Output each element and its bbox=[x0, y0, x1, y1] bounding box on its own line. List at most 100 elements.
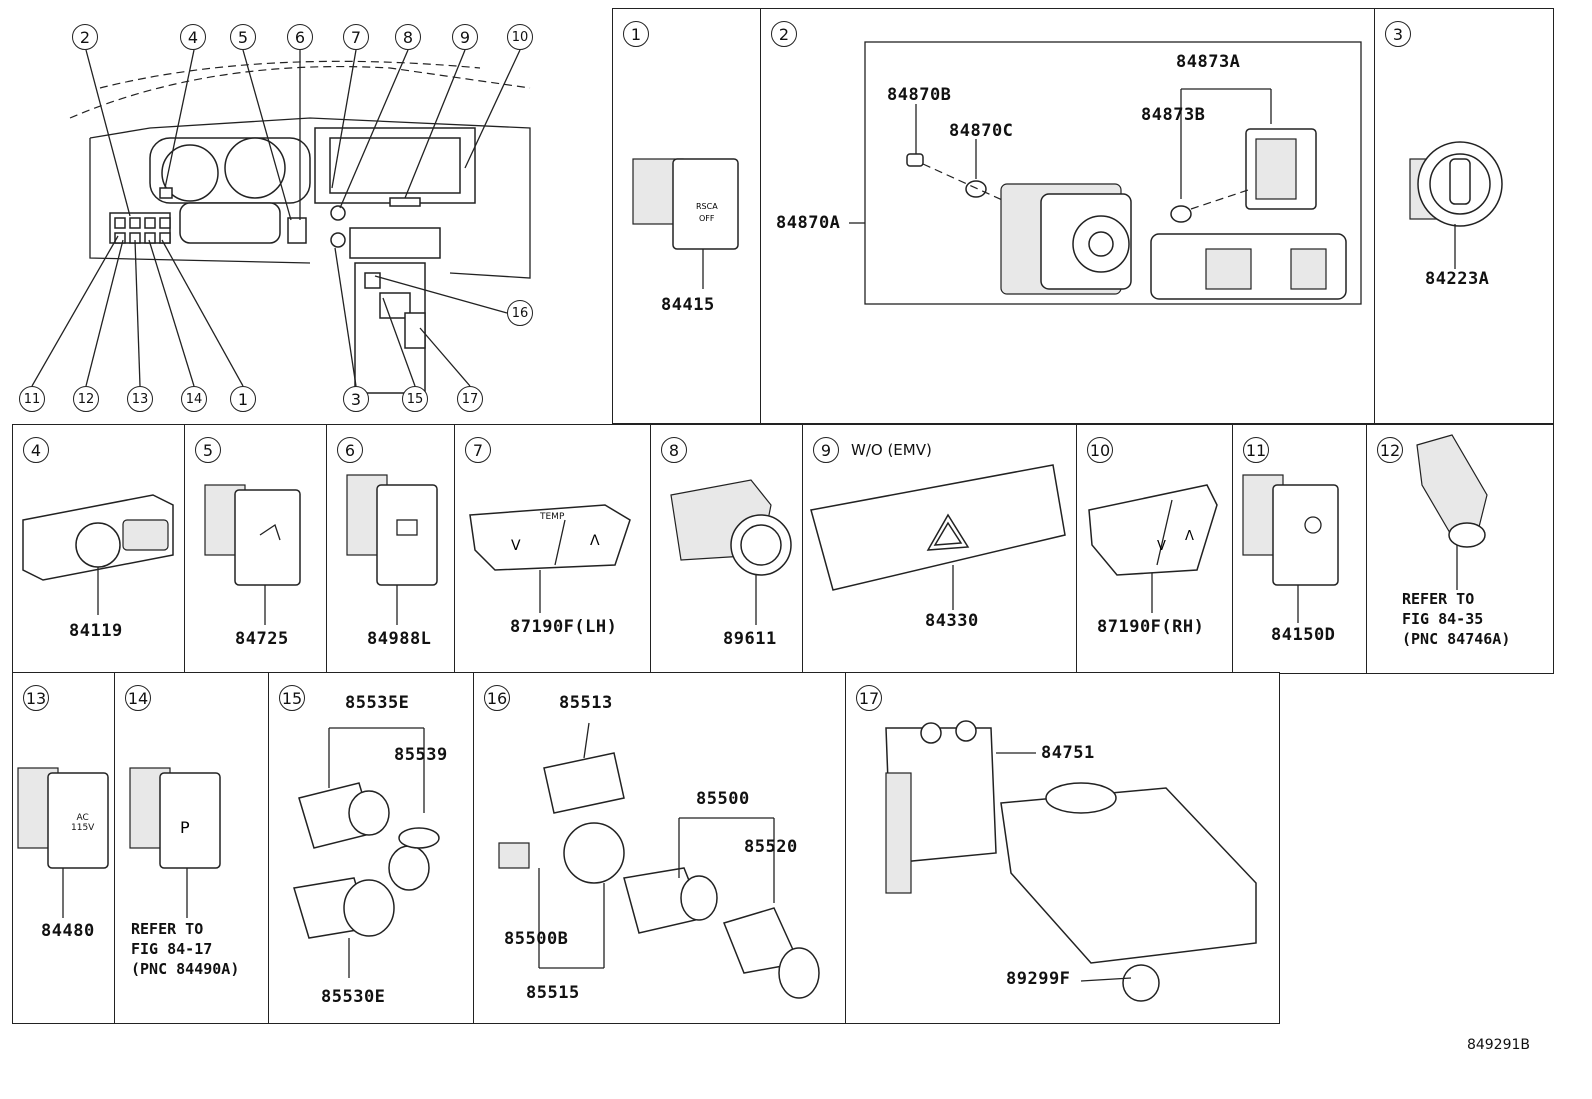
overview-callout-17[interactable]: 17 bbox=[457, 386, 483, 412]
cell-3-dimmer-switch: 3 84223A bbox=[1374, 8, 1554, 424]
cell-17-transfer-switch-assy: 17 84751 89299F bbox=[845, 672, 1280, 1024]
cell-number: 4 bbox=[23, 437, 49, 463]
condition-label: W/O (EMV) bbox=[851, 441, 932, 459]
part-number: 84150D bbox=[1271, 625, 1336, 645]
figure-code: 849291B bbox=[1466, 1037, 1530, 1053]
switch-drawing: V Λ bbox=[1088, 484, 1218, 613]
overview-callout-12[interactable]: 12 bbox=[73, 386, 99, 412]
part-number: 87190F(RH) bbox=[1097, 617, 1205, 637]
part-number: 85520 bbox=[744, 837, 798, 857]
cell-number: 7 bbox=[465, 437, 491, 463]
part-number: 84751 bbox=[1041, 743, 1095, 763]
cell-number: 10 bbox=[1087, 437, 1113, 463]
cell-number: 8 bbox=[661, 437, 687, 463]
overview-callout-13[interactable]: 13 bbox=[127, 386, 153, 412]
switch-drawing: V Λ bbox=[469, 504, 631, 613]
overview-callout-8[interactable]: 8 bbox=[395, 24, 421, 50]
part-number: 84223A bbox=[1425, 269, 1490, 289]
refer-note: REFER TO FIG 84-17 (PNC 84490A) bbox=[131, 920, 240, 978]
part-number: 85515 bbox=[526, 983, 580, 1003]
cell-5-switch: 5 84725 bbox=[184, 424, 328, 674]
cell-number: 9 bbox=[813, 437, 839, 463]
part-number: 84119 bbox=[69, 621, 123, 641]
cell-4-headlamp-leveling-switch: 4 84119 bbox=[12, 424, 186, 674]
svg-text:V: V bbox=[1157, 539, 1166, 554]
part-number: 85530E bbox=[321, 987, 386, 1007]
switch-drawing bbox=[1416, 434, 1488, 590]
cell-12-refer-note: 12 REFER TO FIG 84-35 (PNC 84746A) bbox=[1366, 424, 1554, 674]
cell-14-refer-note: 14 P REFER TO FIG 84-17 (PNC 84490A) bbox=[114, 672, 270, 1024]
button-text: TEMP bbox=[540, 512, 565, 522]
svg-text:RSCA: RSCA bbox=[696, 202, 718, 211]
overview-callout-3[interactable]: 3 bbox=[343, 386, 369, 412]
overview-callout-5[interactable]: 5 bbox=[230, 24, 256, 50]
overview-callout-7[interactable]: 7 bbox=[343, 24, 369, 50]
cell-number: 3 bbox=[1385, 21, 1411, 47]
hazard-switch-drawing bbox=[810, 464, 1066, 610]
switch-drawing bbox=[22, 494, 174, 615]
part-number: 89299F bbox=[1006, 969, 1071, 989]
overview-panel: 2 4 5 6 7 8 9 10 16 11 12 13 14 1 3 15 1… bbox=[10, 8, 610, 423]
cell-number: 2 bbox=[771, 21, 797, 47]
overview-callout-6[interactable]: 6 bbox=[287, 24, 313, 50]
part-number: 84870B bbox=[887, 85, 952, 105]
cell-number: 15 bbox=[279, 685, 305, 711]
overview-callout-2[interactable]: 2 bbox=[72, 24, 98, 50]
cell-7-temp-switch-lh: 7 V Λ TEMP 87190F(LH) bbox=[454, 424, 652, 674]
cell-2-mirror-switch: 2 84870A 84870B 84870C 84873A 84873B bbox=[760, 8, 1376, 424]
svg-text:P: P bbox=[180, 818, 190, 837]
overview-callout-11[interactable]: 11 bbox=[19, 386, 45, 412]
part-number: 84870A bbox=[776, 213, 841, 233]
cell-number: 12 bbox=[1377, 437, 1403, 463]
cell-number: 14 bbox=[125, 685, 151, 711]
part-number: 85513 bbox=[559, 693, 613, 713]
cell-6-switch: 6 84988L bbox=[326, 424, 456, 674]
mirror-switch-drawing bbox=[849, 41, 1362, 305]
overview-callout-4[interactable]: 4 bbox=[180, 24, 206, 50]
part-number: 84330 bbox=[925, 611, 979, 631]
switch-drawing bbox=[346, 474, 438, 625]
part-number: 85539 bbox=[394, 745, 448, 765]
cell-number: 5 bbox=[195, 437, 221, 463]
part-number: 84873A bbox=[1176, 52, 1241, 72]
overview-callout-15[interactable]: 15 bbox=[402, 386, 428, 412]
svg-text:OFF: OFF bbox=[699, 214, 715, 223]
knob-drawing bbox=[1409, 141, 1503, 269]
overview-callout-16[interactable]: 16 bbox=[507, 300, 533, 326]
part-number: 84988L bbox=[367, 629, 432, 649]
svg-text:V: V bbox=[511, 538, 521, 554]
refer-note: REFER TO FIG 84-35 (PNC 84746A) bbox=[1402, 590, 1511, 648]
cell-15-power-outlet: 15 85535E 85539 85530E bbox=[268, 672, 475, 1024]
overview-callout-14[interactable]: 14 bbox=[181, 386, 207, 412]
outlet-drawing bbox=[293, 727, 440, 978]
svg-text:Λ: Λ bbox=[1185, 529, 1194, 544]
overview-callout-10[interactable]: 10 bbox=[507, 24, 533, 50]
part-number: 85500B bbox=[504, 929, 569, 949]
dashboard-overview-drawing bbox=[31, 49, 531, 394]
part-number: 84415 bbox=[661, 295, 715, 315]
svg-text:Λ: Λ bbox=[590, 533, 600, 549]
part-number: 85535E bbox=[345, 693, 410, 713]
cell-13-ac-115v-switch: 13 AC 115V 84480 bbox=[12, 672, 116, 1024]
overview-callout-9[interactable]: 9 bbox=[452, 24, 478, 50]
cell-8-push-start-switch: 8 89611 bbox=[650, 424, 804, 674]
cell-number: 17 bbox=[856, 685, 882, 711]
cell-number: 11 bbox=[1243, 437, 1269, 463]
cell-number: 1 bbox=[623, 21, 649, 47]
switch-drawing bbox=[1242, 474, 1339, 623]
cell-9-hazard-switch: 9 W/O (EMV) 84330 bbox=[802, 424, 1078, 674]
cell-16-cigarette-lighter: 16 85513 85500 85520 85500B 85515 bbox=[473, 672, 847, 1024]
part-number: 84480 bbox=[41, 921, 95, 941]
cell-number: 13 bbox=[23, 685, 49, 711]
switch-drawing: RSCA OFF bbox=[632, 158, 739, 289]
cell-number: 6 bbox=[337, 437, 363, 463]
cell-number: 16 bbox=[484, 685, 510, 711]
cell-11-fog-lamp-switch: 11 84150D bbox=[1232, 424, 1368, 674]
part-number: 85500 bbox=[696, 789, 750, 809]
cell-10-temp-switch-rh: 10 V Λ 87190F(RH) bbox=[1076, 424, 1234, 674]
switch-drawing bbox=[17, 767, 109, 918]
overview-callout-1[interactable]: 1 bbox=[230, 386, 256, 412]
lighter-drawing bbox=[498, 722, 820, 999]
part-number: 89611 bbox=[723, 629, 777, 649]
switch-drawing bbox=[670, 479, 792, 625]
